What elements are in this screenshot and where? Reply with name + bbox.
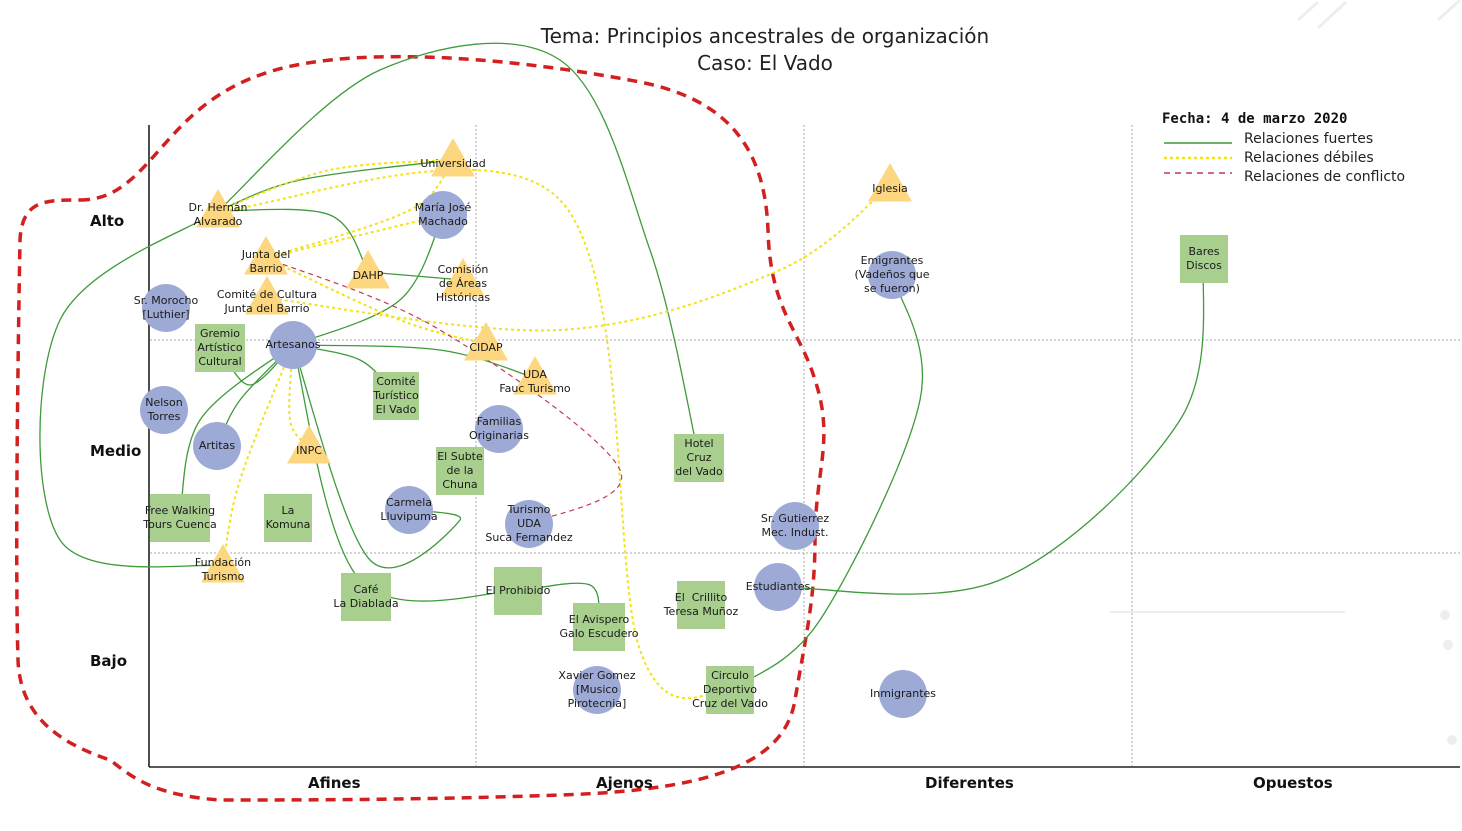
relation-weak-hernan-universidad — [217, 159, 454, 212]
x-label-opuestos: Opuestos — [1253, 774, 1333, 792]
background-artifacts — [1110, 0, 1462, 745]
node-gutierrez-circle — [771, 502, 819, 550]
node-bares-square — [1180, 235, 1228, 283]
legend-date: Fecha: 4 de marzo 2020 — [1162, 111, 1348, 127]
node-comite_cultura-triangle — [245, 276, 289, 315]
node-comision-triangle — [441, 258, 485, 297]
node-dahp-triangle — [346, 250, 390, 289]
node-prohibido-square — [494, 567, 542, 615]
node-uda_fauc-triangle — [513, 356, 557, 395]
node-carmela-circle — [385, 486, 433, 534]
node-xavier-circle — [573, 666, 621, 714]
boundary-outline — [14, 54, 826, 802]
node-emigrantes-circle — [868, 251, 916, 299]
x-label-ajenos: Ajenos — [596, 774, 653, 792]
legend-lines — [1164, 142, 1232, 174]
node-morocho-circle — [142, 284, 190, 332]
x-label-diferentes: Diferentes — [925, 774, 1014, 792]
relation-strong-emigrantes-circulo — [729, 274, 924, 691]
node-hotel-square — [674, 434, 724, 482]
node-junta-triangle — [244, 236, 288, 275]
node-hernan-triangle — [196, 189, 240, 228]
grid — [150, 125, 1462, 766]
relation-conflict-junta-turismo_uda — [265, 257, 623, 525]
legend-conflict-label: Relaciones de conflicto — [1244, 169, 1406, 185]
node-nelson-circle — [140, 386, 188, 434]
y-label-bajo: Bajo — [90, 652, 128, 670]
relation-strong-artesanos-free_walking — [179, 344, 294, 519]
relation-weak-artesanos-fundacion — [222, 344, 294, 567]
node-artitas-circle — [193, 422, 241, 470]
node-gremio-square — [195, 324, 245, 372]
node-circulo-square — [706, 666, 754, 714]
relation-weak-hernan-circulo — [217, 168, 731, 700]
relation-strong-hernan-universidad — [217, 159, 454, 212]
axes — [148, 125, 1460, 768]
node-artesanos-circle — [269, 321, 317, 369]
node-maria-circle — [419, 191, 467, 239]
relation-strong-artesanos-uda_fauc — [292, 344, 536, 379]
node-iglesia-triangle — [868, 163, 912, 202]
x-label-afines: Afines — [308, 774, 361, 792]
y-label-medio: Medio — [90, 442, 142, 460]
relation-strong-hernan-fundacion — [39, 210, 224, 568]
y-label-alto: Alto — [90, 212, 125, 230]
node-crillito-square — [677, 581, 725, 629]
node-estudiantes-circle — [754, 563, 802, 611]
relation-strong-hernan-hotel — [217, 42, 700, 459]
relation-strong-artesanos-carmela — [292, 344, 461, 569]
title-line-1: Tema: Principios ancestrales de organiza… — [540, 24, 990, 48]
relation-weak-junta-cidap — [265, 257, 487, 345]
node-inmigrantes-circle — [879, 670, 927, 718]
node-cidap-triangle — [464, 322, 508, 361]
legend-strong-label: Relaciones fuertes — [1244, 131, 1374, 147]
node-cafe-square — [341, 573, 391, 621]
relation-strong-hernan-dahp — [217, 208, 369, 273]
relation-strong-estudiantes-bares — [777, 258, 1205, 595]
node-free_walking-square — [150, 494, 210, 542]
legend-weak-label: Relaciones débiles — [1244, 150, 1374, 166]
node-turismo_uda-circle — [505, 500, 553, 548]
node-komuna-square — [264, 494, 312, 542]
relation-weak-junta-maria — [265, 214, 444, 259]
relation-weak-comite_cultura-iglesia — [266, 184, 891, 332]
node-fundacion-triangle — [201, 544, 245, 583]
relation-weak-junta-universidad — [265, 159, 454, 259]
node-subte-square — [436, 447, 484, 495]
node-avispero-square — [573, 603, 625, 651]
title-line-2: Caso: El Vado — [697, 51, 833, 75]
nodes-layer — [140, 138, 1228, 718]
node-comite_turistico-square — [373, 372, 419, 420]
node-universidad-triangle — [431, 138, 475, 177]
node-inpc-triangle — [287, 425, 331, 464]
node-familias-circle — [475, 405, 523, 453]
